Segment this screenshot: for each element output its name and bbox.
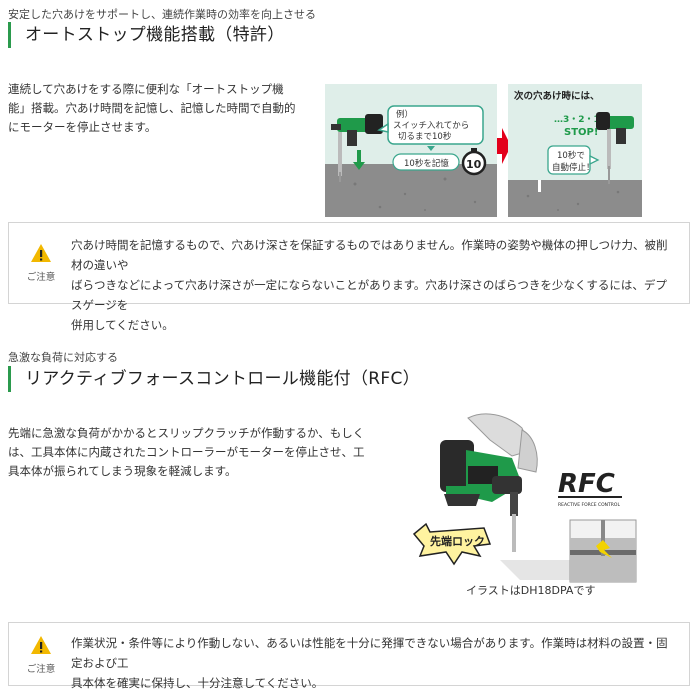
notice-icon-group: ご注意 bbox=[23, 635, 59, 675]
bubble-line: 自動停止！ bbox=[552, 162, 595, 173]
concrete-texture bbox=[526, 190, 620, 211]
rfc-caption: イラストはDH18DPAです bbox=[466, 584, 596, 597]
rfc-logo-rule bbox=[558, 496, 622, 498]
rfc-notice: ご注意 作業状況・条件等により作動しない、あるいは性能を十分に発揮できない場合が… bbox=[8, 622, 690, 690]
glove-hand-icon bbox=[467, 413, 538, 473]
autostop-body-line: 連続して穴あけをする際に便利な「オートストップ機 bbox=[8, 82, 284, 96]
rfc-body: 先端に急激な負荷がかかるとスリップクラッチが作動するか、もしく は、工具本体に内… bbox=[8, 424, 365, 481]
concrete-slab bbox=[508, 180, 642, 217]
pointer-triangle-icon bbox=[427, 146, 435, 151]
notice-line: 併用してください。 bbox=[71, 318, 174, 332]
countdown-stop: STOP! bbox=[564, 127, 598, 138]
autostop-right-illustration: 次の穴あけ時には、 …3・2・1 STOP! 10秒で 自動停止！ bbox=[508, 90, 642, 217]
timer-value: 10 bbox=[466, 158, 482, 171]
autostop-left-illustration: 例） スイッチ入れてから 切るまで10秒 10秒を記憶 10 bbox=[325, 105, 497, 217]
notice-icon-group: ご注意 bbox=[23, 243, 59, 283]
notice-text: 作業状況・条件等により作動しない、あるいは性能を十分に発揮できない場合があります… bbox=[71, 633, 673, 693]
notice-line: 作業状況・条件等により作動しない、あるいは性能を十分に発揮できない場合があります… bbox=[71, 636, 668, 670]
autostop-title: オートストップ機能搭載（特許） bbox=[25, 25, 285, 45]
rfc-illustration: RFC REACTIVE FORCE CONTROL 先端ロック bbox=[410, 410, 650, 600]
autostop-notice: ご注意 穴あけ時間を記憶するもので、穴あけ深さを保証するものではありません。作業… bbox=[8, 222, 690, 332]
right-heading: 次の穴あけ時には、 bbox=[514, 90, 600, 102]
bubble-line: 10秒で bbox=[557, 150, 585, 161]
hammer-drill-icon bbox=[331, 114, 383, 182]
rotary-hammer-icon bbox=[440, 440, 522, 552]
drill-bit bbox=[601, 520, 605, 556]
autostop-subtitle: 安定した穴あけをサポートし、連続作業時の効率を向上させる bbox=[8, 8, 316, 21]
rfc-body-line: は、工具本体に内蔵されたコントローラーがモーターを停止させ、工 bbox=[8, 445, 365, 459]
rfc-logo-sub: REACTIVE FORCE CONTROL bbox=[558, 502, 620, 508]
speech-bubble-tail bbox=[589, 154, 600, 166]
bubble-line: 例） bbox=[396, 109, 413, 120]
drilled-hole bbox=[538, 180, 541, 192]
notice-text: 穴あけ時間を記憶するもので、穴あけ深さを保証するものではありません。作業時の姿勢… bbox=[71, 235, 673, 335]
autostop-diagram-right: 次の穴あけ時には、 …3・2・1 STOP! 10秒で 自動停止！ bbox=[508, 84, 642, 217]
autostop-body-line: 能」搭載。穴あけ時間を記憶し、記憶した時間で自動的 bbox=[8, 101, 296, 115]
stopwatch-icon: 10 bbox=[461, 148, 487, 176]
rfc-title: リアクティブフォースコントロール機能付（RFC） bbox=[25, 369, 420, 389]
notice-line: ばらつきなどによって穴あけ深さが一定にならないことがあります。穴あけ深さのばらつ… bbox=[71, 278, 667, 312]
notice-label: ご注意 bbox=[26, 664, 56, 675]
rfc-body-line: 先端に急激な負荷がかかるとスリップクラッチが作動するか、もしく bbox=[8, 426, 365, 440]
lock-badge: 先端ロック bbox=[412, 522, 492, 566]
warning-icon bbox=[31, 244, 51, 262]
autostop-section: 安定した穴あけをサポートし、連続作業時の効率を向上させる オートストップ機能搭載… bbox=[0, 0, 700, 332]
memory-pill-label: 10秒を記憶 bbox=[404, 158, 449, 169]
spark-icon bbox=[596, 540, 612, 558]
autostop-body: 連続して穴あけをする際に便利な「オートストップ機 能」搭載。穴あけ時間を記憶し、… bbox=[8, 80, 296, 137]
notice-label: ご注意 bbox=[26, 272, 56, 283]
bubble-line: スイッチ入れてから bbox=[393, 121, 469, 131]
autostop-heading: オートストップ機能搭載（特許） bbox=[8, 22, 285, 48]
autostop-diagram-left: 例） スイッチ入れてから 切るまで10秒 10秒を記憶 10 bbox=[325, 84, 497, 217]
rfc-drawing: RFC REACTIVE FORCE CONTROL 先端ロック bbox=[412, 413, 637, 583]
warning-icon bbox=[31, 636, 51, 654]
rfc-heading: リアクティブフォースコントロール機能付（RFC） bbox=[8, 366, 420, 392]
rfc-section: 急激な負荷に対応する リアクティブフォースコントロール機能付（RFC） 先端に急… bbox=[0, 340, 700, 700]
notice-line: 具本体を確実に保持し、十分注意してください。 bbox=[71, 676, 324, 690]
rfc-body-line: 具本体が振られてしまう現象を軽減します。 bbox=[8, 464, 237, 478]
countdown-line: …3・2・1 bbox=[554, 115, 600, 125]
speech-bubble-tail bbox=[377, 122, 389, 133]
concrete-texture bbox=[353, 177, 477, 211]
lock-label: 先端ロック bbox=[430, 534, 485, 548]
next-arrow-icon bbox=[497, 128, 511, 164]
memory-pill bbox=[392, 153, 460, 171]
hammer-drill-icon bbox=[596, 112, 634, 184]
rfc-logo: RFC bbox=[558, 469, 615, 499]
bubble-line: 切るまで10秒 bbox=[398, 131, 452, 142]
autostop-body-line: にモーターを停止させます。 bbox=[8, 120, 157, 134]
rfc-subtitle: 急激な負荷に対応する bbox=[8, 351, 118, 364]
notice-line: 穴あけ時間を記憶するもので、穴あけ深さを保証するものではありません。作業時の姿勢… bbox=[71, 238, 668, 272]
down-arrow-icon bbox=[353, 150, 365, 170]
